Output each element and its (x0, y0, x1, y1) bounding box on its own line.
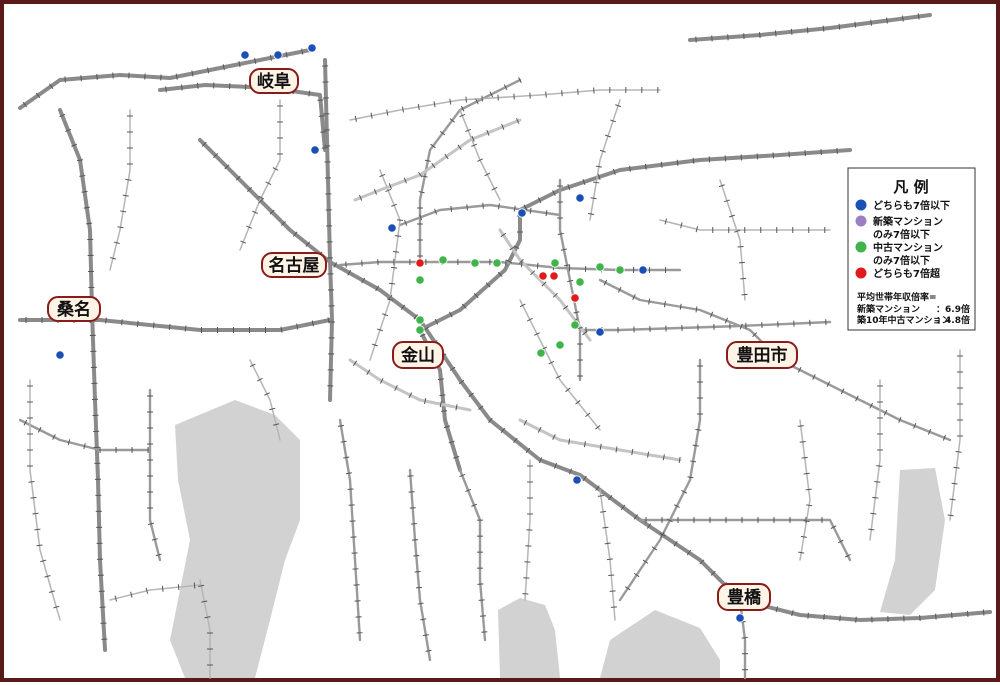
station-tick (791, 29, 792, 35)
station-tick (178, 584, 179, 590)
city-label-text: 桑名 (57, 299, 91, 320)
station-marker (416, 276, 424, 284)
city-label-toyota: 豊田市 (727, 342, 797, 368)
station-tick (936, 614, 937, 620)
city-label-toyohashi: 豊橋 (718, 584, 770, 610)
legend-item-label: のみ7倍以下 (873, 254, 930, 267)
station-marker (56, 351, 64, 359)
station-tick (451, 206, 452, 212)
legend-item-label: 中古マンション (873, 241, 943, 254)
legend-item-label: 新築マンション (873, 215, 943, 228)
station-tick (106, 318, 107, 324)
station-marker (416, 259, 424, 267)
legend: 凡 例 どちらも7倍以下新築マンションのみ7倍以下中古マンションのみ7倍以下どち… (848, 168, 975, 330)
city-label-text: 豊田市 (737, 345, 788, 366)
station-marker (571, 294, 579, 302)
station-marker (416, 316, 424, 324)
city-label-gifu: 岐阜 (250, 69, 298, 93)
station-marker (556, 341, 564, 349)
station-tick (467, 204, 468, 210)
station-marker (518, 209, 526, 217)
city-label-kuwana: 桑名 (48, 297, 100, 321)
station-marker (639, 266, 647, 274)
city-label-text: 金山 (400, 345, 435, 366)
legend-swatch (856, 242, 867, 253)
station-tick (441, 411, 447, 412)
station-tick (153, 322, 154, 328)
station-tick (438, 379, 444, 380)
station-tick (122, 319, 123, 325)
station-marker (596, 328, 604, 336)
station-tick (823, 26, 824, 32)
station-marker (573, 476, 581, 484)
station-tick (483, 203, 484, 209)
station-tick (322, 148, 328, 149)
station-marker (537, 349, 545, 357)
station-tick (807, 27, 808, 33)
station-marker (241, 51, 249, 59)
station-tick (537, 263, 538, 269)
station-tick (521, 261, 522, 267)
station-marker (439, 256, 447, 264)
station-marker (550, 272, 558, 280)
station-marker (388, 224, 396, 232)
station-tick (440, 395, 446, 396)
station-marker (311, 146, 319, 154)
city-label-nagoya: 名古屋 (262, 253, 326, 277)
station-marker (596, 263, 604, 271)
legend-item-label: どちらも7倍以下 (873, 199, 950, 212)
station-tick (169, 324, 170, 330)
legend-swatch (856, 216, 867, 227)
legend-swatch (856, 268, 867, 279)
station-tick (775, 30, 776, 36)
legend-stat-value: ：6.9倍 (936, 303, 970, 315)
station-tick (320, 132, 326, 133)
station-marker (576, 194, 584, 202)
station-tick (319, 116, 325, 117)
station-tick (138, 321, 139, 327)
station-tick (506, 260, 507, 266)
station-marker (576, 278, 584, 286)
city-label-kanayama: 金山 (393, 342, 443, 368)
legend-item-label: どちらも7倍超 (873, 267, 941, 280)
city-label-text: 豊橋 (727, 587, 762, 608)
station-marker (736, 614, 744, 622)
station-marker (493, 259, 501, 267)
station-marker (616, 266, 624, 274)
city-label-text: 名古屋 (269, 255, 320, 276)
station-tick (185, 326, 186, 332)
city-label-text: 岐阜 (257, 71, 291, 92)
station-tick (162, 586, 163, 592)
station-tick (317, 100, 323, 101)
station-marker (308, 44, 316, 52)
station-tick (166, 86, 167, 92)
station-marker (416, 326, 424, 334)
legend-item-label: のみ7倍以下 (873, 228, 930, 241)
legend-stat-value: ：4.8倍 (936, 314, 970, 326)
station-tick (197, 83, 198, 89)
legend-title: 凡 例 (893, 178, 928, 196)
station-marker (551, 259, 559, 267)
station-tick (952, 612, 953, 618)
station-tick (983, 610, 984, 616)
station-tick (967, 611, 968, 617)
station-marker (571, 321, 579, 329)
legend-stats-title: 平均世帯年収倍率= (857, 291, 937, 303)
station-tick (182, 85, 183, 91)
station-tick (194, 583, 195, 589)
station-marker (471, 259, 479, 267)
station-tick (760, 32, 761, 38)
legend-swatch (856, 200, 867, 211)
legend-stat-label: 新築マンション (857, 303, 920, 315)
station-marker (539, 272, 547, 280)
station-marker (274, 51, 282, 59)
